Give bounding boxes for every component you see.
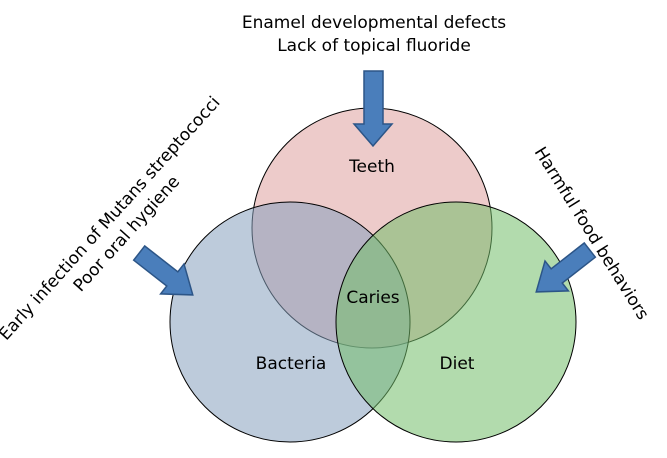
teeth-label: Teeth — [348, 157, 395, 177]
right-arrow-group — [535, 241, 597, 293]
left-arrow-group — [132, 244, 194, 296]
right-arrow-icon — [535, 241, 597, 293]
diet-circle — [335, 201, 577, 443]
top-factor-line-2: Lack of topical fluoride — [277, 36, 471, 56]
bacteria-label: Bacteria — [256, 354, 327, 374]
top-factor-line-1: Enamel developmental defects — [242, 13, 506, 33]
top-arrow-icon — [352, 70, 394, 148]
left-arrow-icon — [132, 244, 194, 296]
caries-label: Caries — [346, 288, 399, 308]
diet-label: Diet — [440, 354, 475, 374]
